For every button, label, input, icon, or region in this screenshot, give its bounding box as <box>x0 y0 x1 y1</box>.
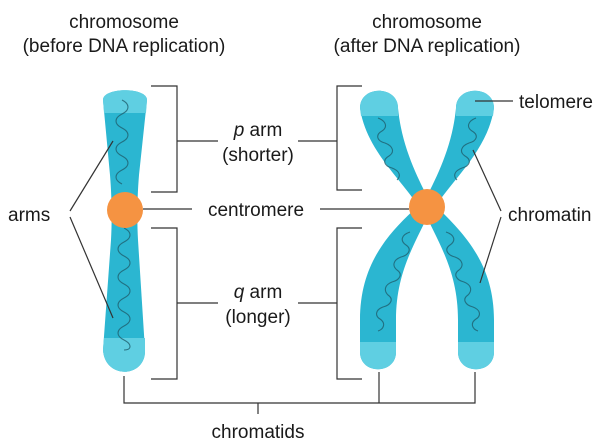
arms-pointer-lower <box>70 217 113 318</box>
p-arm-word: arm <box>244 120 282 141</box>
q-arm-bracket-left <box>151 228 177 379</box>
telomere-top-right-a <box>360 91 398 116</box>
text-labels: chromosome (before DNA replication) chro… <box>8 12 593 443</box>
arms-pointer-upper <box>70 141 113 211</box>
p-arm-bracket-right <box>337 86 362 190</box>
chromatid-right <box>422 91 494 370</box>
q-arm-letter: q <box>234 282 245 303</box>
title-before-line2: (before DNA replication) <box>23 36 226 57</box>
q-arm-bracket-right <box>337 228 362 379</box>
telomere-bottom-right-a <box>360 342 396 369</box>
chromosome-after-replication <box>360 91 494 370</box>
chromatin-pointer-upper <box>473 150 501 211</box>
centromere-left <box>107 192 143 228</box>
title-after-line1: chromosome <box>372 12 482 33</box>
chromatin-label: chromatin <box>508 205 591 226</box>
chromosome-before-replication <box>103 90 147 372</box>
p-arm-letter: p <box>233 120 245 141</box>
q-arm-note: (longer) <box>225 307 290 328</box>
telomere-bottom-left <box>103 338 145 372</box>
telomere-top-right-b <box>456 91 494 116</box>
chromatin-pointer-lower <box>480 217 501 283</box>
p-arm-bracket-left <box>151 86 177 192</box>
title-before-line1: chromosome <box>69 12 179 33</box>
q-arm-word: arm <box>244 282 282 303</box>
telomere-bottom-right-b <box>458 342 494 369</box>
chromatids-label: chromatids <box>212 422 305 443</box>
title-after-line2: (after DNA replication) <box>334 36 521 57</box>
p-arm-note: (shorter) <box>222 145 294 166</box>
single-chromatid-body <box>103 90 147 372</box>
centromere-right <box>409 189 445 225</box>
p-arm-label: p arm <box>233 120 283 141</box>
centromere-label: centromere <box>208 200 304 221</box>
q-arm-label: q arm <box>234 282 283 303</box>
telomere-label: telomere <box>519 92 593 113</box>
chromatid-left <box>360 91 432 370</box>
arms-label: arms <box>8 205 50 226</box>
